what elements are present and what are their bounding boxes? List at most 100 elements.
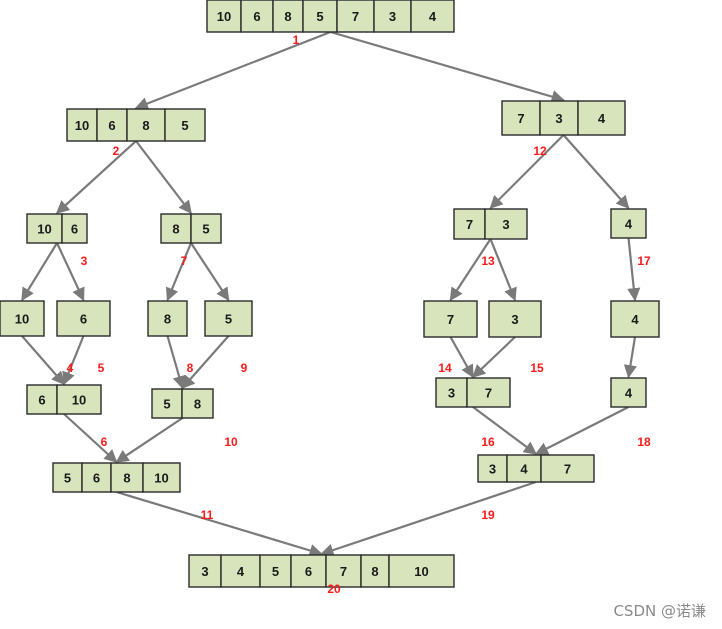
- array-cell-value: 3: [489, 462, 496, 477]
- edge-arrow-n11-to-n20: [116, 490, 323, 557]
- array-cell: [577, 100, 626, 136]
- array-cell-value: 10: [75, 118, 89, 133]
- array-cell-value: 6: [38, 393, 45, 408]
- array-cell-value: 6: [305, 564, 312, 579]
- step-label-11: 11: [201, 508, 214, 522]
- array-cell-value: 10: [154, 471, 168, 486]
- array-cell-value: 8: [284, 9, 291, 24]
- edge-arrow-n0-to-n2: [330, 30, 565, 104]
- array-cell: [540, 454, 595, 483]
- step-label-6: 6: [101, 435, 108, 449]
- edge-arrow-n13-to-n16: [627, 237, 641, 302]
- array-cell: [466, 377, 511, 408]
- edge-arrow-n12-to-n14: [449, 238, 492, 302]
- step-label-2: 2: [113, 144, 120, 158]
- array-cell-value: 7: [447, 312, 454, 327]
- edge-arrow-n2-to-n12: [489, 134, 565, 209]
- step-label-14: 14: [438, 361, 452, 375]
- array-cell-value: 4: [625, 386, 633, 401]
- array-cell-value: 7: [517, 111, 524, 126]
- array-cell: [610, 208, 647, 239]
- array-box-n13: 4: [610, 208, 647, 239]
- array-cell: [56, 300, 111, 337]
- array-cell: [181, 388, 214, 419]
- array-cell: [610, 300, 660, 338]
- array-cell: [610, 377, 647, 408]
- array-cell-value: 7: [485, 386, 492, 401]
- array-cell-value: 4: [631, 312, 639, 327]
- edge-arrow-n7-to-n10: [166, 335, 186, 390]
- step-label-4: 4: [67, 361, 74, 375]
- array-cell-value: 8: [371, 564, 378, 579]
- array-cell: [188, 554, 222, 588]
- array-cell: [453, 208, 486, 240]
- array-cell: [336, 0, 375, 33]
- array-cell-value: 4: [625, 217, 633, 232]
- array-cell: [52, 462, 83, 493]
- array-cell-value: 3: [448, 386, 455, 401]
- array-cell-value: 10: [72, 393, 86, 408]
- step-label-18: 18: [637, 435, 651, 449]
- step-label-8: 8: [187, 361, 194, 375]
- array-cell-value: 5: [202, 222, 209, 237]
- array-cell-value: 5: [163, 397, 170, 412]
- array-box-n14: 7: [423, 300, 478, 338]
- array-cell: [61, 213, 88, 244]
- array-cell-value: 10: [37, 222, 51, 237]
- edge-arrow-n12-to-n15: [489, 238, 517, 302]
- array-cell-value: 6: [108, 118, 115, 133]
- edge-arrow-n5-to-n9: [21, 335, 65, 385]
- array-cell-value: 3: [555, 111, 562, 126]
- array-cell: [501, 100, 541, 136]
- edge-arrow-n14-to-n17: [449, 336, 474, 379]
- array-cell: [204, 300, 253, 337]
- array-box-n18: 4: [610, 377, 647, 408]
- array-cell-value: 3: [389, 9, 396, 24]
- array-cell: [126, 108, 166, 142]
- array-cell-value: 5: [225, 312, 232, 327]
- array-cell: [147, 300, 188, 337]
- array-box-n7: 8: [147, 300, 188, 337]
- edge-arrow-n6-to-n9: [62, 335, 85, 386]
- step-label-15: 15: [530, 361, 544, 375]
- array-cell-value: 7: [340, 564, 347, 579]
- edge-arrow-n3-to-n5: [21, 242, 58, 302]
- array-cell: [388, 554, 455, 588]
- array-cell-value: 5: [64, 471, 71, 486]
- edge-arrow-n1-to-n4: [135, 140, 192, 215]
- array-cell-value: 7: [352, 9, 359, 24]
- edge-arrow-n18-to-n19: [534, 406, 629, 455]
- array-cell: [484, 208, 528, 240]
- array-cell: [488, 300, 542, 338]
- step-label-9: 9: [241, 361, 248, 375]
- array-cell: [423, 300, 478, 338]
- edges-layer: [21, 30, 641, 557]
- array-cell: [151, 388, 183, 419]
- step-label-17: 17: [637, 254, 651, 268]
- array-cell: [26, 213, 63, 244]
- array-box-n6: 6: [56, 300, 111, 337]
- array-cell-value: 6: [71, 222, 78, 237]
- array-box-n3: 10 6: [26, 213, 88, 244]
- array-cell-value: 10: [414, 564, 428, 579]
- array-cell-value: 6: [80, 312, 87, 327]
- edge-arrow-n10-to-n11: [115, 417, 184, 463]
- edge-arrow-n9-to-n11: [63, 413, 118, 463]
- array-cell: [272, 0, 304, 33]
- array-cell-value: 7: [564, 462, 571, 477]
- array-cell: [290, 554, 327, 588]
- step-label-19: 19: [481, 508, 495, 522]
- array-cell: [160, 213, 192, 244]
- step-label-20: 20: [327, 582, 341, 596]
- edge-arrow-n17-to-n19: [472, 406, 538, 455]
- array-cell: [26, 384, 58, 415]
- array-cell-value: 8: [142, 118, 149, 133]
